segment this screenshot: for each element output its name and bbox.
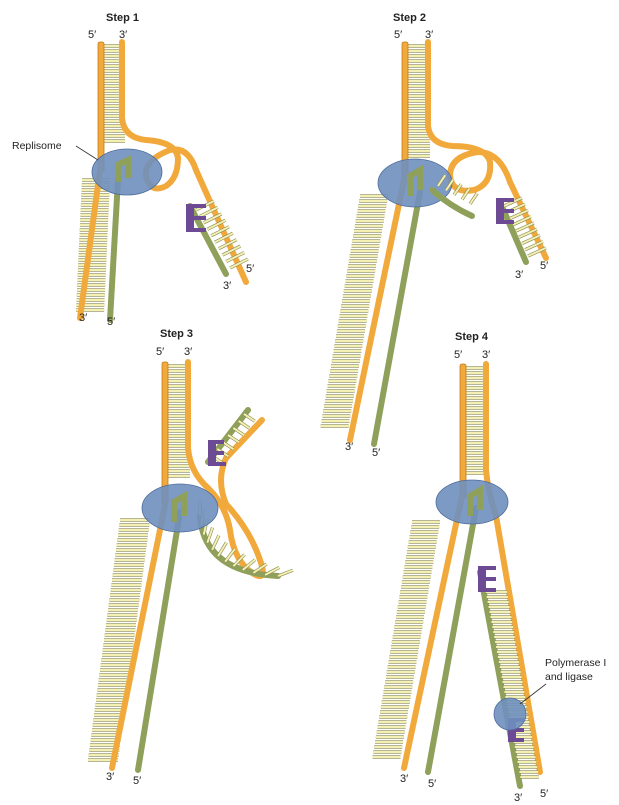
step-1-fragment-5prime: 5′ (246, 263, 254, 275)
step-1-replisome-leader (76, 146, 98, 160)
panel-step-4: Step 4 5′ 3′ Polymerase I and ligase 3′ … (373, 331, 607, 804)
step-2-title: Step 2 (393, 12, 426, 24)
base-pair (470, 193, 477, 204)
step-3-top-5prime: 5′ (156, 346, 164, 358)
step-4-leading-parental-strand (460, 364, 466, 498)
step-3-bottom-5prime: 5′ (133, 775, 141, 787)
step-2-top-5prime: 5′ (394, 29, 402, 41)
step-1-leading-parental-strand (98, 42, 104, 172)
step-3-leading-parental-strand (162, 362, 168, 504)
step-4-fragment-5prime: 5′ (540, 788, 548, 800)
base-pair (218, 542, 226, 556)
step-3-growing-lagging-strand (200, 516, 278, 576)
step-2-top-3prime: 3′ (425, 29, 433, 41)
step-4-callout-line-2: and ligase (545, 671, 593, 683)
step-4-callout-line-1: Polymerase I (545, 657, 606, 669)
base-pair (212, 535, 219, 550)
step-2-fragment-3prime: 3′ (515, 269, 523, 281)
step-1-top-3prime: 3′ (119, 29, 127, 41)
panel-step-1: Step 1 5′ 3′ 3′ 5′ Replisome 3′ 5′ (12, 12, 254, 328)
step-1-leading-new-strand (110, 180, 118, 320)
step-1-replisome-label: Replisome (12, 140, 62, 152)
step-2-fragment-5prime: 5′ (540, 260, 548, 272)
step-4-top-5prime: 5′ (454, 349, 462, 361)
step-4-title: Step 4 (455, 331, 489, 343)
step-3-top-3prime: 3′ (184, 346, 192, 358)
step-1-fragment-3prime: 3′ (223, 280, 231, 292)
step-1-bottom-5prime: 5′ (107, 316, 115, 328)
base-pair (207, 528, 212, 543)
step-1-bottom-3prime: 3′ (79, 312, 87, 324)
step-3-replisome (142, 484, 218, 532)
step-3-bottom-3prime: 3′ (106, 771, 114, 783)
base-pair (278, 570, 293, 576)
step-2-okazaki-fragment (496, 198, 546, 262)
step-4-fragment-3prime: 3′ (514, 792, 522, 804)
step-2-bottom-3prime: 3′ (345, 441, 353, 453)
step-1-top-5prime: 5′ (88, 29, 96, 41)
step-3-title: Step 3 (160, 328, 193, 340)
panel-step-3: Step 3 5′ 3′ 3′ 5′ (88, 328, 293, 787)
step-1-title: Step 1 (106, 12, 139, 24)
panel-step-2: Step 2 5′ 3′ 3′ 5′ 3′ 5′ (321, 12, 549, 459)
step-4-bottom-3prime: 3′ (400, 773, 408, 785)
step-2-bottom-5prime: 5′ (372, 447, 380, 459)
base-pair (225, 549, 235, 562)
step-4-bottom-5prime: 5′ (428, 778, 436, 790)
step-4-top-3prime: 3′ (482, 349, 490, 361)
